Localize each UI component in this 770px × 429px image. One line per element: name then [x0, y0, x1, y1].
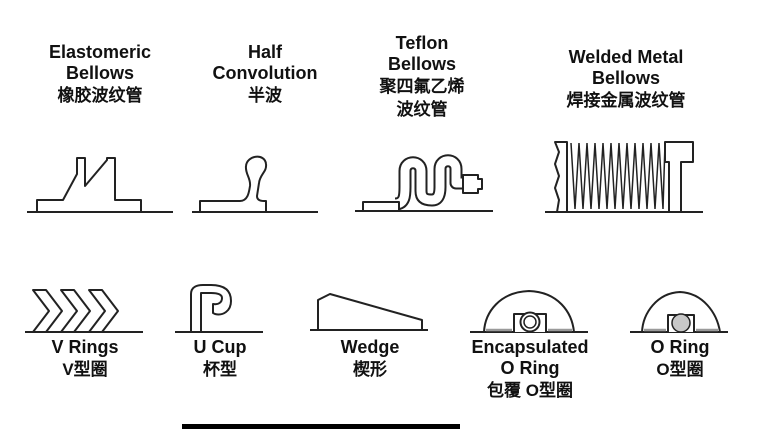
- label-welded-metal-bellows: Welded Metal Bellows 焊接金属波纹管: [538, 47, 714, 112]
- bottom-edge-bar: [182, 424, 460, 429]
- v-ring-chevron-3: [88, 289, 119, 333]
- label-half-convolution: Half Convolution 半波: [188, 42, 342, 107]
- o-ring-drawing: [630, 291, 728, 333]
- welded-left-plate: [554, 141, 568, 213]
- label-wedge: Wedge 楔形: [308, 337, 432, 381]
- o-ring-core: [523, 315, 537, 329]
- label-en-line1: Half: [247, 42, 282, 62]
- encapsulated-o-ring-drawing: [470, 290, 588, 333]
- label-en-line1: Teflon: [395, 33, 449, 53]
- half-convolution-drawing: [192, 155, 318, 213]
- elastomeric-profile: [36, 157, 142, 213]
- v-rings-drawing: [25, 289, 143, 333]
- teflon-tube-inner: [394, 156, 467, 209]
- u-cup-drawing: [175, 284, 263, 333]
- teflon-flange: [362, 201, 400, 212]
- label-v-rings: V Rings V型圈: [22, 337, 148, 381]
- elastomeric-bellows-drawing: [27, 157, 173, 213]
- label-encapsulated-o-ring: Encapsulated O Ring 包覆 O型圈: [452, 337, 608, 402]
- v-ring-chevron-1: [32, 289, 63, 333]
- label-en-line1: Elastomeric: [48, 42, 152, 62]
- label-cn: 半波: [248, 86, 282, 105]
- half-convolution-profile: [199, 155, 268, 213]
- gland-dome: [483, 290, 575, 333]
- gland-dome: [641, 291, 721, 333]
- label-en-line2: O Ring: [500, 358, 560, 378]
- label-elastomeric-bellows: Elastomeric Bellows 橡胶波纹管: [18, 42, 182, 107]
- label-cn: 焊接金属波纹管: [566, 91, 686, 110]
- welded-pleats-zigzag: [570, 142, 666, 210]
- wedge-drawing: [310, 293, 428, 331]
- label-cn: 楔形: [353, 360, 387, 379]
- label-en: U Cup: [193, 337, 247, 357]
- label-en-line2: Convolution: [212, 63, 318, 83]
- label-cn: O型圈: [656, 360, 704, 379]
- label-en: Wedge: [340, 337, 400, 357]
- label-cn: 橡胶波纹管: [57, 86, 143, 105]
- label-en: V Rings: [51, 337, 119, 357]
- teflon-end-fitting: [462, 174, 483, 194]
- label-en-line2: Bellows: [65, 63, 135, 83]
- teflon-bellows-drawing: [355, 154, 493, 212]
- label-en-line2: Bellows: [387, 54, 457, 74]
- welded-right-fitting: [664, 141, 694, 213]
- label-o-ring: O Ring O型圈: [622, 337, 738, 381]
- wedge-profile: [317, 293, 423, 331]
- label-u-cup: U Cup 杯型: [172, 337, 268, 381]
- u-cup-profile: [190, 284, 232, 333]
- label-en-line1: Welded Metal: [568, 47, 684, 67]
- label-cn: 包覆 O型圈: [487, 381, 573, 400]
- label-en-line1: Encapsulated: [471, 337, 589, 357]
- v-ring-chevron-2: [60, 289, 91, 333]
- label-teflon-bellows: Teflon Bellows 聚四氟乙烯 波纹管: [352, 33, 492, 121]
- label-cn: V型圈: [62, 360, 108, 379]
- label-cn: 杯型: [203, 360, 237, 379]
- label-en-line2: Bellows: [591, 68, 661, 88]
- label-cn-line2: 波纹管: [396, 100, 448, 119]
- label-cn-line1: 聚四氟乙烯: [379, 77, 465, 96]
- welded-metal-bellows-drawing: [545, 141, 703, 213]
- label-en: O Ring: [650, 337, 710, 357]
- o-ring-section: [671, 313, 691, 333]
